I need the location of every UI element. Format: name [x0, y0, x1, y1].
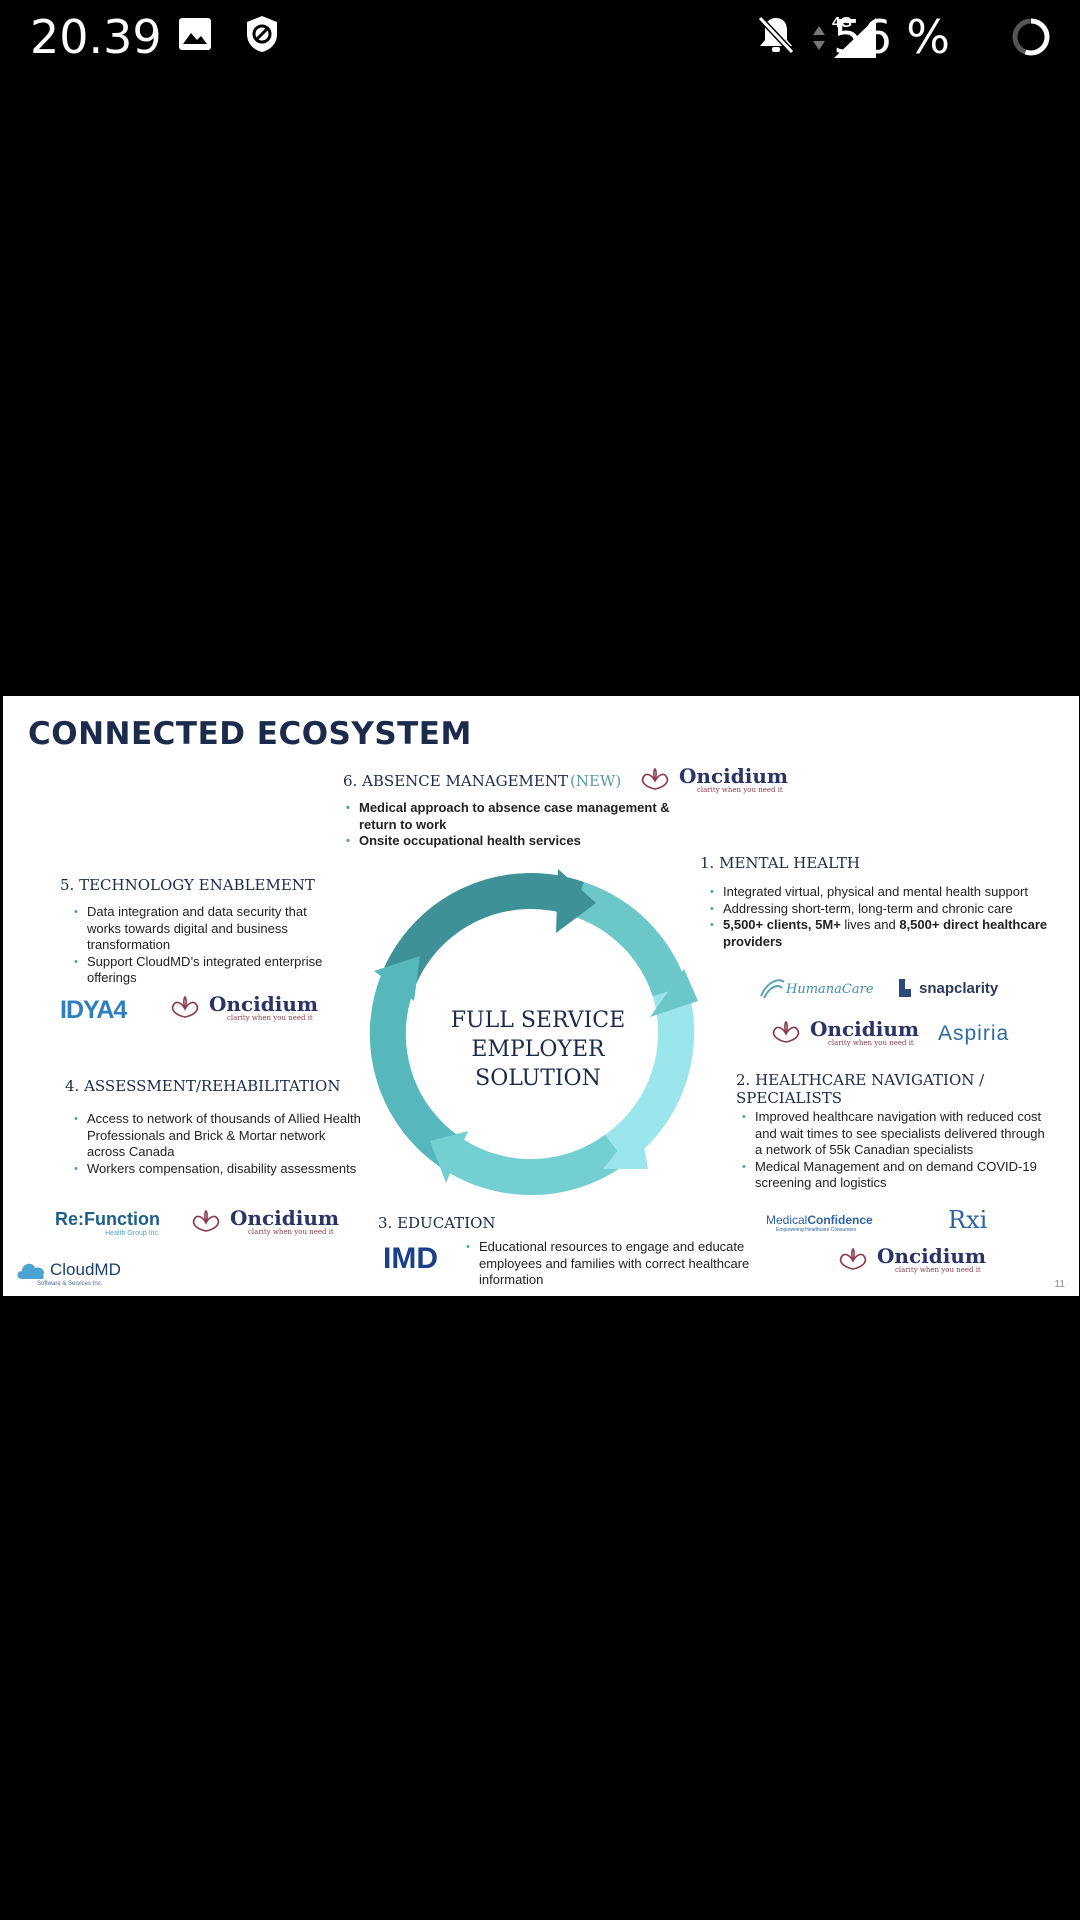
signal-icon [834, 18, 876, 58]
mental-bullet-3: 5,500+ clients, 5M+ lives and 8,500+ dir… [709, 917, 1074, 950]
mental-health-bullets: Integrated virtual, physical and mental … [709, 884, 1074, 950]
assessment-title: 4. ASSESSMENT/REHABILITATION [65, 1077, 341, 1095]
assessment-bullet-1: Access to network of thousands of Allied… [73, 1111, 363, 1161]
mental-bullet-2: Addressing short-term, long-term and chr… [709, 901, 1074, 918]
oncidium-tagline: clarity when you need it [828, 1039, 914, 1047]
absence-title: 6. ABSENCE MANAGEMENT [343, 772, 568, 790]
education-bullets: Educational resources to engage and educ… [465, 1239, 765, 1289]
center-text: FULL SERVICE EMPLOYER SOLUTION [433, 1006, 643, 1093]
oncidium-tagline: clarity when you need it [248, 1228, 334, 1236]
aspiria-logo: Aspiria [938, 1022, 1010, 1045]
cloudmd-cloud-icon [17, 1263, 44, 1279]
absence-bullet-1: Medical approach to absence case managem… [345, 800, 685, 833]
image-icon [179, 18, 211, 50]
oncidium-flower-icon [641, 767, 669, 790]
refunction-sub: Health Group Inc. [105, 1230, 160, 1237]
humanacare-name: HumanaCare [786, 981, 874, 997]
navigation-title-line2: SPECIALISTS [736, 1089, 842, 1107]
slide-page-number: 11 [1054, 1279, 1065, 1290]
navigation-bullet-2: Medical Management and on demand COVID-1… [741, 1159, 1046, 1192]
battery-ring-icon [1012, 18, 1050, 56]
imd-logo: IMD [383, 1242, 438, 1275]
mental-bullet-1: Integrated virtual, physical and mental … [709, 884, 1074, 901]
slide-title: CONNECTED ECOSYSTEM [28, 716, 472, 752]
mental-stat-join: lives and [840, 917, 900, 932]
medicalconfidence-name-b: Confidence [807, 1213, 873, 1227]
navigation-title: 2. HEALTHCARE NAVIGATION / SPECIALISTS [736, 1071, 984, 1107]
refunction-name: Re:Function [55, 1209, 160, 1229]
education-title: 3. EDUCATION [378, 1214, 496, 1232]
oncidium-flower-icon [171, 995, 199, 1018]
navigation-title-line1: 2. HEALTHCARE NAVIGATION / [736, 1071, 985, 1089]
snapclarity-mark-icon [899, 979, 911, 997]
block-icon [247, 16, 277, 52]
tech-bullets: Data integration and data security that … [73, 904, 333, 987]
humanacare-logo: HumanaCare [758, 976, 874, 1002]
tech-bullet-2: Support CloudMD’s integrated enterprise … [73, 954, 333, 987]
assessment-bullet-2: Workers compensation, disability assessm… [73, 1161, 363, 1178]
snapclarity-name: snapclarity [919, 979, 999, 997]
cloudmd-sub: Software & Services Inc. [37, 1281, 103, 1287]
oncidium-flower-icon [839, 1247, 867, 1270]
battery-percent: 56 % [833, 10, 950, 64]
center-line-1: FULL SERVICE [450, 1008, 626, 1033]
absence-bullet-2: Onsite occupational health services [345, 833, 685, 850]
oncidium-flower-icon [192, 1209, 220, 1232]
data-arrows-icon [813, 26, 825, 50]
cycle-diagram [369, 869, 698, 1196]
oncidium-tagline: clarity when you need it [697, 786, 783, 794]
assessment-bullets: Access to network of thousands of Allied… [73, 1111, 363, 1177]
oncidium-name: Oncidium [209, 992, 319, 1016]
cloudmd-name: CloudMD [50, 1260, 121, 1279]
refunction-logo: Re:Function Health Group Inc. [55, 1209, 160, 1237]
rxi-logo: Rxi [948, 1206, 988, 1234]
humanacare-swirl-icon [760, 979, 785, 999]
status-time: 20.39 [30, 10, 162, 64]
center-line-2: EMPLOYER [471, 1037, 605, 1062]
tech-bullet-1: Data integration and data security that … [73, 904, 333, 954]
oncidium-name: Oncidium [230, 1206, 340, 1230]
center-line-3: SOLUTION [475, 1066, 601, 1091]
status-bar: 20.39 4G 56 % [0, 0, 1080, 72]
absence-new-tag: (NEW) [570, 772, 622, 790]
oncidium-name: Oncidium [679, 764, 789, 788]
network-type: 4G [832, 14, 853, 31]
slide-image: CONNECTED ECOSYSTEM FULL SERVICE EMPLOYE… [3, 696, 1079, 1296]
mute-icon [757, 15, 795, 55]
oncidium-flower-icon [772, 1020, 800, 1043]
navigation-bullet-1: Improved healthcare navigation with redu… [741, 1109, 1046, 1159]
idya4-logo: IDYA4 [60, 996, 127, 1024]
absence-bullets: Medical approach to absence case managem… [345, 800, 685, 850]
mental-stat-providers: 8,500+ direct healthcare providers [723, 917, 1048, 949]
cloudmd-logo: CloudMD Software & Services Inc. [15, 1259, 121, 1287]
medicalconfidence-name: MedicalConfidence [766, 1213, 873, 1227]
oncidium-name: Oncidium [810, 1017, 920, 1041]
oncidium-name: Oncidium [877, 1244, 987, 1268]
education-bullet-1: Educational resources to engage and educ… [465, 1239, 765, 1289]
mental-health-title: 1. MENTAL HEALTH [700, 854, 860, 872]
snapclarity-logo: snapclarity [896, 977, 998, 999]
oncidium-tagline: clarity when you need it [895, 1266, 981, 1274]
medicalconfidence-name-a: Medical [766, 1213, 808, 1227]
oncidium-tagline: clarity when you need it [227, 1014, 313, 1022]
tech-title: 5. TECHNOLOGY ENABLEMENT [60, 876, 315, 894]
mental-stat-clients: 5,500+ clients, 5M+ [723, 917, 841, 932]
medicalconfidence-sub: Empowering Healthcare Consumers [776, 1227, 857, 1233]
medicalconfidence-logo: MedicalConfidence Empowering Healthcare … [766, 1213, 873, 1233]
navigation-bullets: Improved healthcare navigation with redu… [741, 1109, 1046, 1192]
